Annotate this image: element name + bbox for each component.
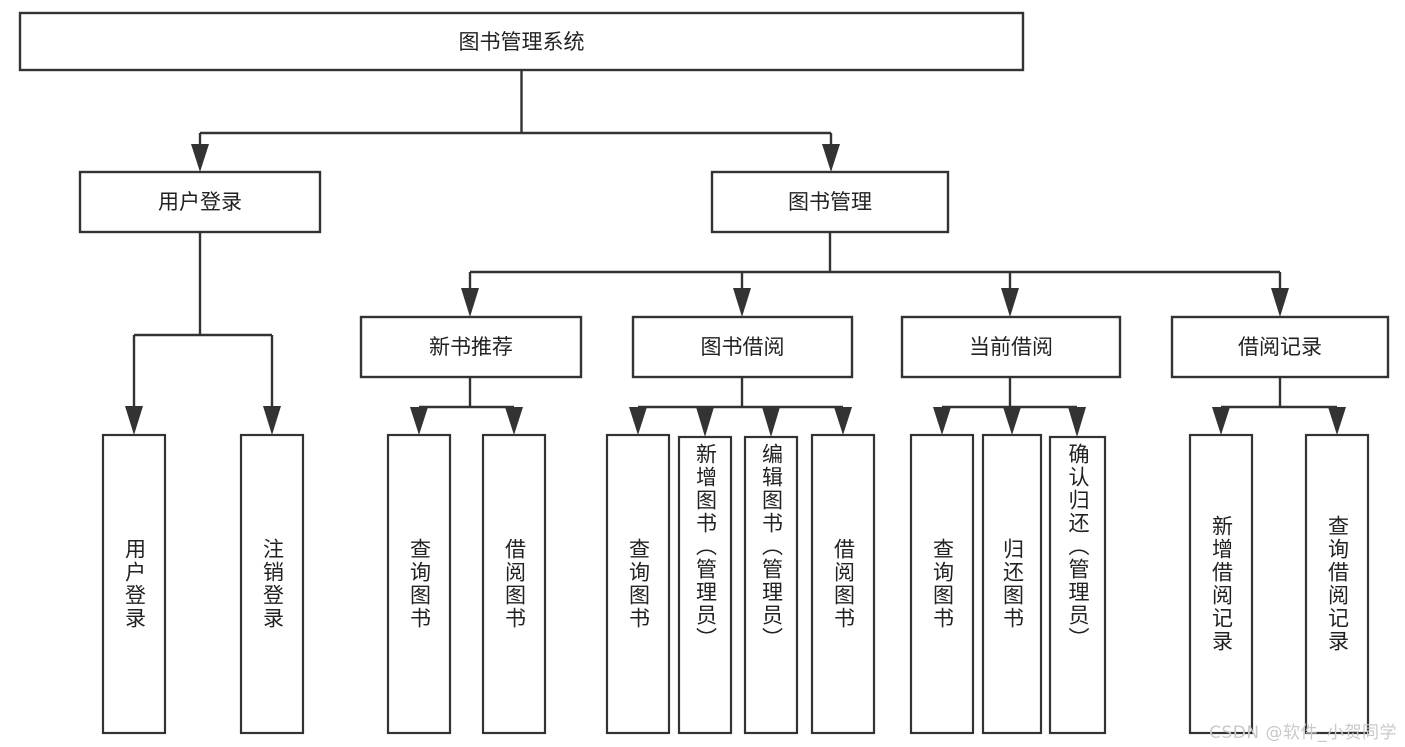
leaf-box-br-add-record[interactable] (1188, 433, 1254, 735)
node-new-book-recommend[interactable]: 新书推荐 (359, 315, 583, 379)
leaf-box-nb-query-book[interactable] (386, 433, 452, 735)
arrow-head-nb-borrow (505, 407, 523, 435)
node-user-login-box[interactable] (78, 170, 322, 234)
arrow-head-bb-add (696, 407, 714, 437)
arrow-head-book-borrow (733, 288, 751, 317)
node-root-label: 图书管理系统 (459, 30, 585, 54)
leaf-box-cb-query-book[interactable] (909, 433, 975, 735)
arrow-head-new-book (461, 288, 479, 317)
leaf-box-bb-borrow-book[interactable] (810, 433, 876, 735)
node-new-book-recommend-box[interactable] (359, 315, 583, 379)
node-borrow-record-box[interactable] (1170, 315, 1390, 379)
arrow-head-bb-edit (762, 407, 780, 437)
node-book-management-box[interactable] (710, 170, 950, 234)
node-current-borrow-label: 当前借阅 (969, 335, 1053, 359)
node-borrow-record-label: 借阅记录 (1238, 335, 1322, 359)
node-book-borrow-box[interactable] (631, 315, 854, 379)
arrow-head-book-mgmt (822, 144, 840, 172)
arrow-head-leaf-user-login (125, 406, 143, 435)
node-book-borrow[interactable]: 图书借阅 (631, 315, 854, 379)
node-user-login[interactable]: 用户登录 (78, 170, 322, 234)
leaf-box-nb-borrow-book[interactable] (481, 433, 547, 735)
arrow-head-leaf-logout (263, 406, 281, 435)
connector-group (125, 70, 1346, 437)
arrow-head-user-login (191, 144, 209, 172)
node-book-management-label: 图书管理 (788, 190, 872, 214)
leaf-box-bb-query-book[interactable] (605, 433, 671, 735)
arrow-head-nb-query (410, 407, 428, 435)
leaf-box-logout[interactable] (239, 433, 305, 735)
leaf-box-br-query-record[interactable] (1304, 433, 1370, 735)
node-root[interactable]: 图书管理系统 (18, 11, 1025, 72)
arrow-head-current-borrow (1001, 288, 1019, 317)
arrow-head-borrow-record (1271, 288, 1289, 317)
watermark-text: CSDN @软件_小贺同学 (1209, 723, 1397, 743)
node-new-book-recommend-label: 新书推荐 (429, 335, 513, 359)
arrow-head-bb-query (629, 407, 647, 435)
node-root-box[interactable] (18, 11, 1025, 72)
leaf-box-cb-confirm-return[interactable] (1048, 435, 1107, 735)
node-book-management[interactable]: 图书管理 (710, 170, 950, 234)
arrow-head-cb-query (933, 407, 951, 435)
leaf-box-user-login[interactable] (101, 433, 167, 735)
arrow-head-cb-return (1003, 407, 1021, 435)
node-current-borrow-box[interactable] (900, 315, 1122, 379)
node-current-borrow[interactable]: 当前借阅 (900, 315, 1122, 379)
leaf-box-bb-add-book[interactable] (677, 435, 733, 735)
node-book-borrow-label: 图书借阅 (701, 335, 785, 359)
leaf-box-bb-edit-book[interactable] (743, 435, 799, 735)
arrow-head-cb-confirm (1068, 407, 1086, 437)
node-borrow-record[interactable]: 借阅记录 (1170, 315, 1390, 379)
arrow-head-br-query (1328, 407, 1346, 435)
arrow-head-bb-borrow (834, 407, 852, 435)
node-user-login-label: 用户登录 (158, 190, 242, 214)
leaf-box-cb-return-book[interactable] (981, 433, 1043, 735)
arrow-head-br-add (1212, 407, 1230, 435)
